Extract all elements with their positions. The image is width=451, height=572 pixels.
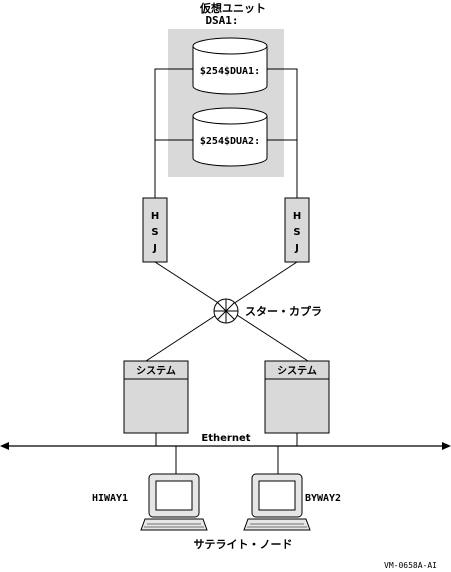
- disk-dua1: $254$DUA1:: [192, 37, 268, 95]
- satellite-caption: サテライト・ノード: [194, 538, 293, 551]
- satellite-right-label: BYWAY2: [305, 493, 341, 504]
- hsj-controller-left: H S J: [142, 197, 168, 263]
- disk-connections: [154, 68, 298, 198]
- system-left-label: システム: [136, 365, 176, 377]
- disk-dua2: $254$DUA2:: [192, 107, 268, 167]
- figure-id: VM-0658A-AI: [384, 561, 437, 570]
- system-box-left: システム: [123, 360, 189, 434]
- ethernet-bus: [0, 442, 451, 450]
- hsj-right-j: J: [294, 243, 299, 254]
- hsj-controller-right: H S J: [284, 197, 310, 263]
- satellite-left-label: HIWAY1: [92, 493, 128, 504]
- system-right-label: システム: [277, 365, 317, 377]
- disk-dua1-label: $254$DUA1:: [200, 66, 260, 77]
- star-coupler-label: スター・カプラ: [245, 304, 322, 318]
- virtual-unit-name: DSA1:: [205, 14, 238, 27]
- hsj-left-j: J: [152, 243, 157, 254]
- workstation-right-icon: [243, 473, 311, 531]
- disk-dua2-label: $254$DUA2:: [200, 136, 260, 147]
- hsj-left-h: H: [151, 211, 159, 222]
- star-coupler: [213, 298, 239, 324]
- system-box-right: システム: [264, 360, 330, 434]
- hsj-right-h: H: [293, 211, 301, 222]
- hsj-left-s: S: [151, 227, 158, 238]
- virtual-unit-title: 仮想ユニット: [199, 1, 266, 15]
- ethernet-label: Ethernet: [201, 433, 250, 444]
- hsj-right-s: S: [293, 227, 300, 238]
- workstation-left-icon: [140, 473, 208, 531]
